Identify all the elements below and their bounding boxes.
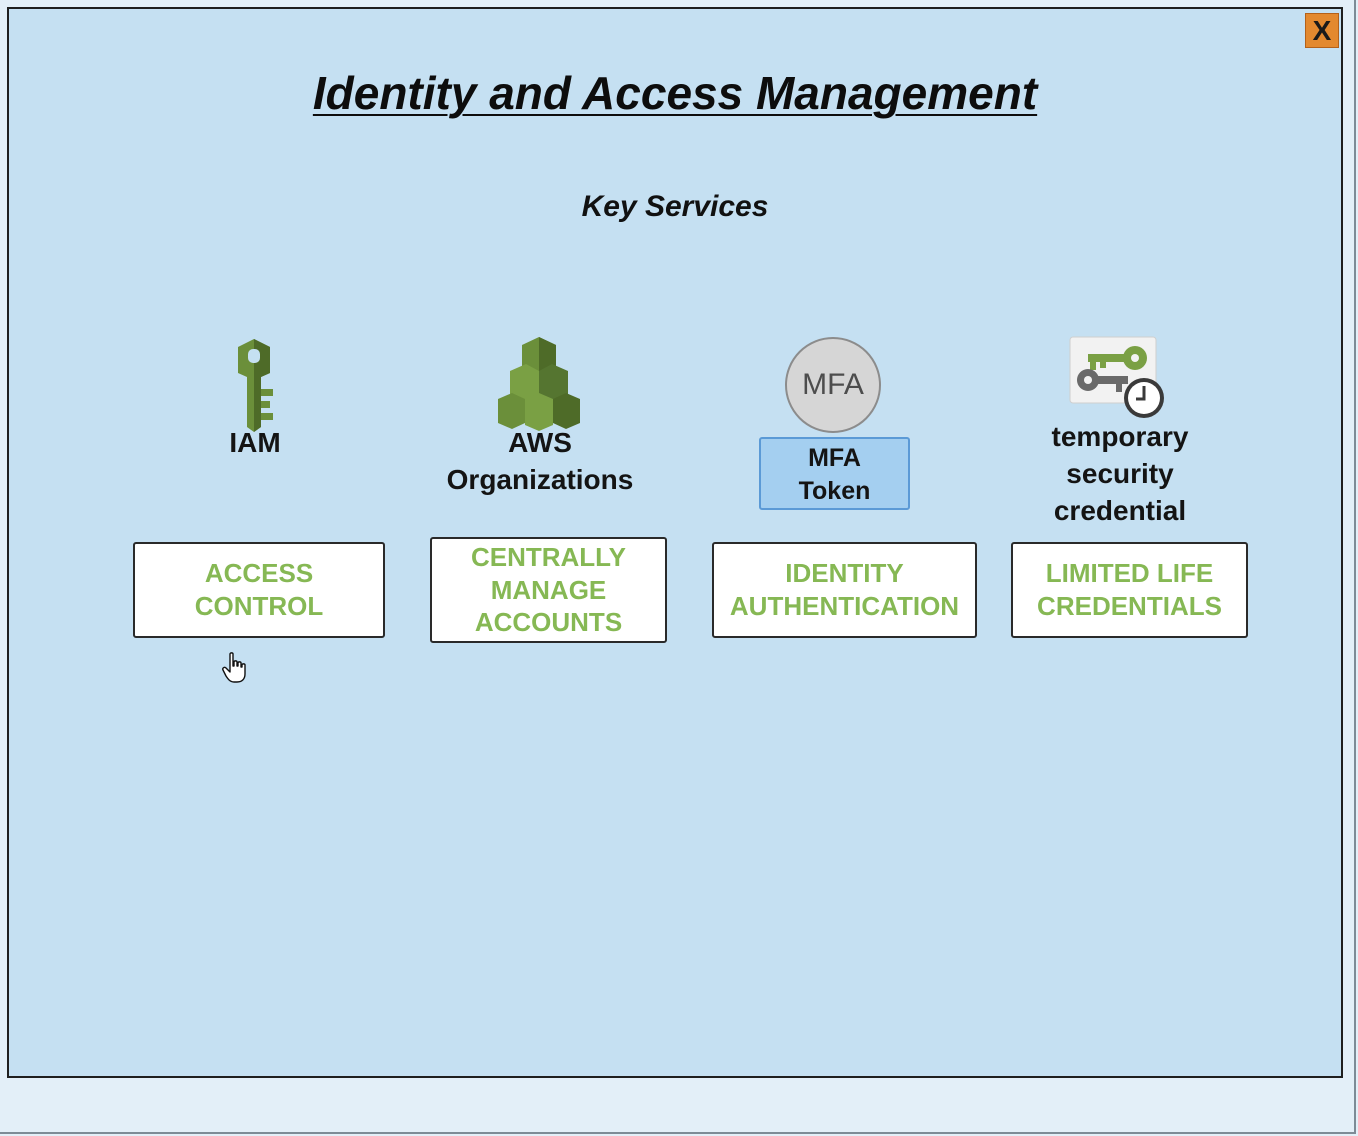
- service-label-line: temporary: [1051, 421, 1189, 452]
- hand-cursor-icon: [222, 652, 246, 683]
- section-subtitle: Key Services: [581, 190, 769, 223]
- mfa-icon: MFA: [785, 337, 881, 433]
- button-label-line: LIMITED LIFE: [1045, 558, 1214, 589]
- button-label-line: ACCOUNTS: [474, 607, 623, 638]
- aws-organizations-icon: [498, 337, 580, 431]
- service-label-iam: IAM: [180, 425, 330, 462]
- mfa-token-button[interactable]: MFA Token: [759, 437, 910, 510]
- button-label-line: IDENTITY: [785, 558, 904, 589]
- service-label-line: IAM: [229, 427, 281, 458]
- service-label-line: Organizations: [446, 463, 634, 495]
- access-control-button[interactable]: ACCESS CONTROL: [133, 542, 385, 638]
- mfa-token-label-line: Token: [798, 476, 871, 505]
- button-label-line: CREDENTIALS: [1037, 591, 1222, 621]
- iam-key-icon: [238, 339, 273, 432]
- page-title: Identity and Access Management: [312, 67, 1038, 119]
- mfa-icon-text: MFA: [802, 368, 864, 401]
- limited-life-credentials-button[interactable]: LIMITED LIFE CREDENTIALS: [1011, 542, 1248, 638]
- service-label-temporary-credential: temporary security credential: [1010, 419, 1230, 530]
- identity-authentication-button[interactable]: IDENTITY AUTHENTICATION: [712, 542, 977, 638]
- centrally-manage-accounts-button[interactable]: CENTRALLY MANAGE ACCOUNTS: [430, 537, 667, 643]
- button-label-line: MANAGE: [490, 574, 607, 605]
- button-label-line: ACCESS: [204, 558, 314, 589]
- button-label-line: AUTHENTICATION: [729, 591, 960, 621]
- mfa-token-label-line: MFA: [808, 444, 861, 472]
- temporary-credential-icon: [1069, 336, 1164, 418]
- button-label-line: CONTROL: [194, 591, 324, 621]
- service-label-line: security: [1066, 457, 1174, 489]
- button-label-line: CENTRALLY: [470, 541, 627, 572]
- service-label-aws-organizations: AWS Organizations: [420, 425, 660, 499]
- service-label-line: credential: [1053, 494, 1187, 526]
- service-label-line: AWS: [508, 427, 572, 458]
- close-button[interactable]: X: [1305, 13, 1339, 48]
